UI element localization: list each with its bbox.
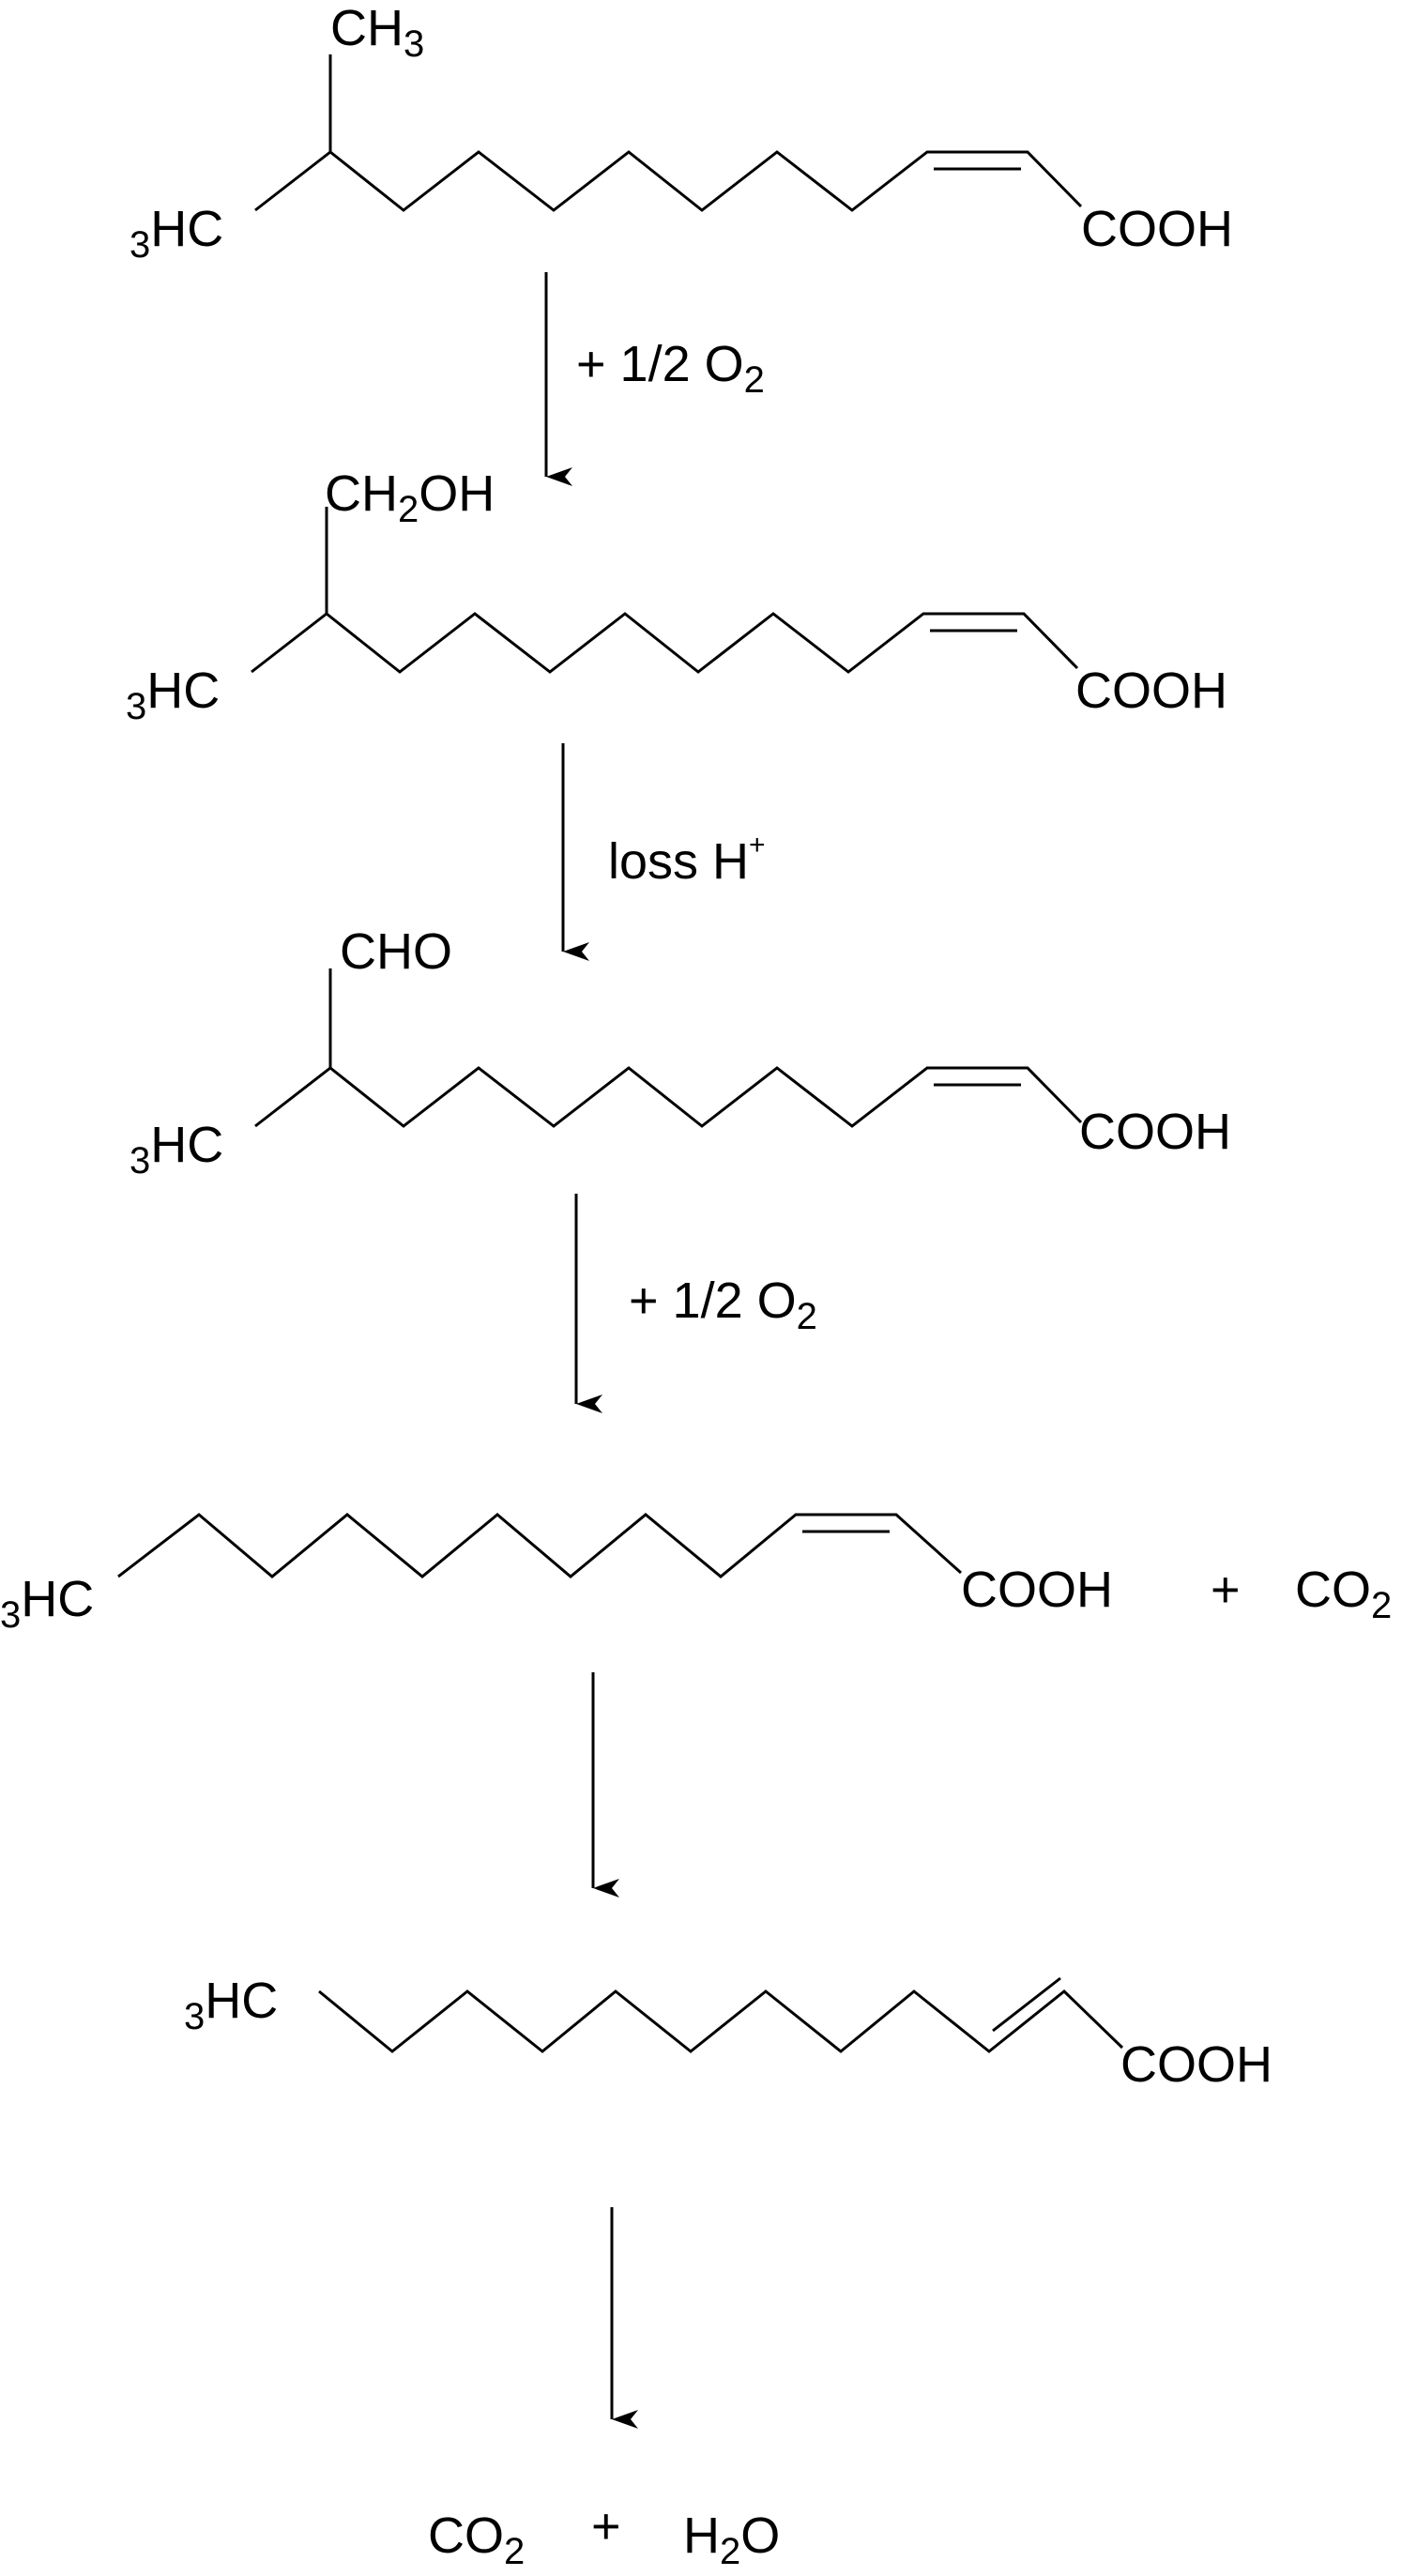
molecule-trans-unsaturated-acid: 3HC COOH xyxy=(184,1973,1272,2093)
carbon-chain xyxy=(318,1989,1124,2053)
co2-coproduct-label: CO2 xyxy=(1295,1562,1392,1626)
terminal-methyl-label: 3HC xyxy=(130,1117,223,1181)
step-reagent-label: + 1/2 O2 xyxy=(576,336,765,401)
co2-product-label: CO2 xyxy=(428,2507,525,2572)
molecule-cis-unsaturated-acid: 3HC COOH + CO2 xyxy=(0,1513,1392,1636)
plus-sign: + xyxy=(1211,1562,1241,1618)
h2o-product-label: H2O xyxy=(683,2507,780,2572)
carboxyl-label: COOH xyxy=(1120,2036,1272,2093)
carboxyl-label: COOH xyxy=(1079,1104,1231,1160)
terminal-methyl-label: 3HC xyxy=(184,1973,278,2037)
molecule-hydroxymethyl-acid: CH2OH 3HC COOH xyxy=(126,465,1227,727)
molecule-formyl-acid: CHO 3HC COOH xyxy=(130,923,1231,1181)
carbon-chain xyxy=(254,150,1083,212)
reaction-step-2: loss H+ xyxy=(561,743,766,961)
plus-sign: + xyxy=(591,2498,621,2554)
step-reagent-label: loss H+ xyxy=(608,830,766,890)
carbon-chain xyxy=(251,612,1079,674)
formyl-label: CHO xyxy=(340,923,452,980)
terminal-methyl-label: 3HC xyxy=(0,1571,94,1636)
terminal-methyl-label: 3HC xyxy=(130,201,223,266)
methyl-group-label: CH3 xyxy=(330,0,424,65)
step-reagent-label: + 1/2 O2 xyxy=(629,1273,817,1337)
reaction-step-1: + 1/2 O2 xyxy=(544,272,765,486)
carbon-chain xyxy=(117,1513,963,1578)
terminal-methyl-label: 3HC xyxy=(126,663,220,727)
hydroxymethyl-label: CH2OH xyxy=(325,465,495,530)
carboxyl-label: COOH xyxy=(961,1562,1113,1618)
reaction-step-3: + 1/2 O2 xyxy=(574,1194,817,1413)
double-bond-inner xyxy=(992,1976,1061,2033)
carboxyl-label: COOH xyxy=(1075,663,1227,719)
final-products: CO2 + H2O xyxy=(428,2498,780,2572)
carboxyl-label: COOH xyxy=(1081,201,1233,257)
molecule-methyl-branched-acid: CH3 3HC COOH xyxy=(130,0,1233,266)
carbon-chain xyxy=(254,1066,1083,1128)
